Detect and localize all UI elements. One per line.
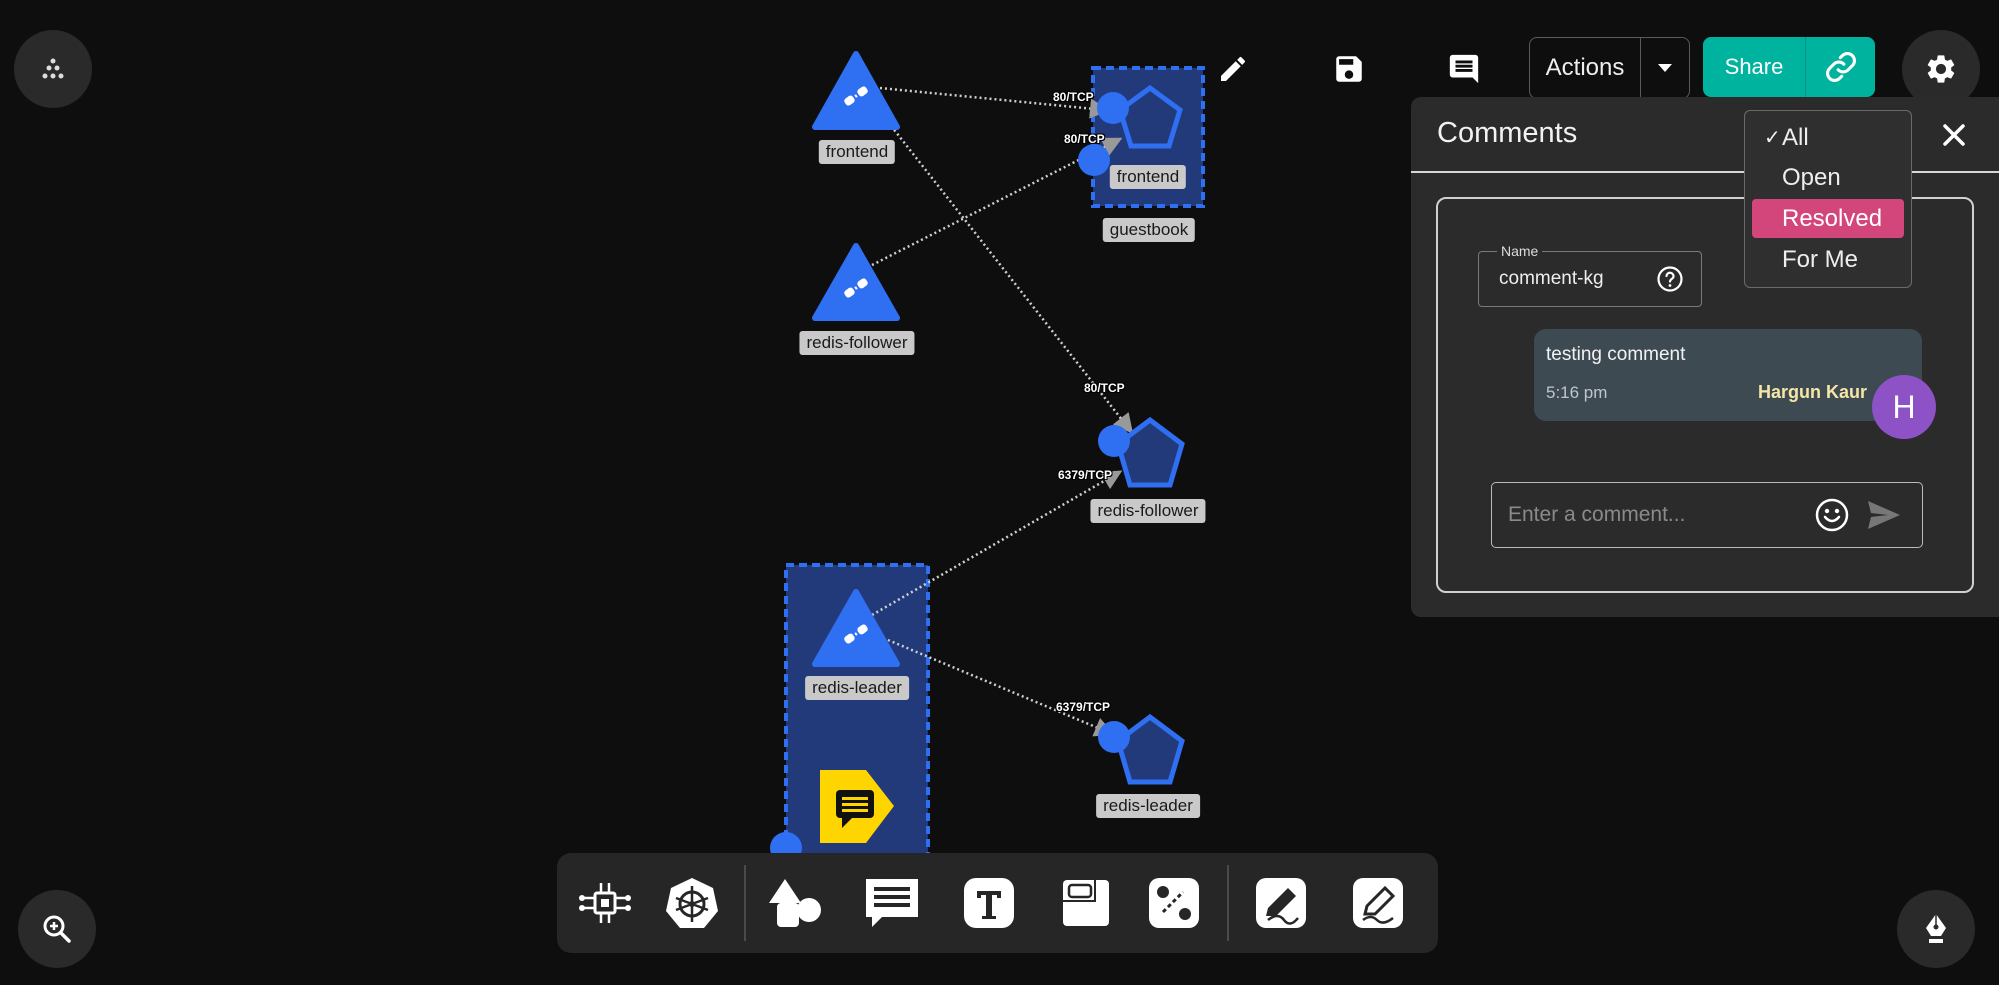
node-label-redis-leader-service: redis-leader [1096, 794, 1200, 818]
comment-input-box[interactable] [1491, 482, 1923, 548]
caret-down-icon [1658, 64, 1672, 72]
comment-icon [1449, 54, 1479, 84]
close-comments-button[interactable] [1936, 117, 1972, 153]
components-tool[interactable] [574, 873, 636, 933]
settings-button[interactable] [1902, 30, 1980, 108]
frontend-service-node[interactable] [1078, 84, 1183, 176]
shapes-icon [769, 879, 821, 927]
shapes-tool[interactable] [764, 873, 826, 933]
comment-icon [866, 879, 918, 927]
pencil-icon [1353, 878, 1403, 928]
text-tool[interactable] [958, 873, 1020, 933]
pen-icon [1256, 878, 1306, 928]
filter-option-label: Resolved [1782, 204, 1883, 232]
redis-follower-deployment-node[interactable] [812, 243, 900, 321]
node-label-guestbook-group: guestbook [1102, 218, 1196, 242]
comment-time: 5:16 pm [1546, 383, 1608, 402]
pencil-tool[interactable] [1347, 873, 1409, 933]
draw-mode-button[interactable] [1897, 890, 1975, 968]
comment-bubble[interactable]: testing comment 5:16 pm Hargun Kaur [1534, 329, 1922, 421]
check-icon: ✓ [1764, 127, 1781, 149]
save-icon [1336, 56, 1362, 82]
edge-frontend-to-redis-follower-svc[interactable] [887, 121, 1134, 434]
edge-label: 80/TCP [1064, 132, 1105, 146]
edge-label: 6379/TCP [1058, 468, 1113, 482]
bottom-toolbar [557, 853, 1438, 953]
redis-leader-service-node[interactable] [1098, 713, 1185, 785]
pen-tool[interactable] [1250, 873, 1312, 933]
node-label-redis-leader-deployment: redis-leader [805, 676, 909, 700]
comment-text: testing comment [1546, 344, 1686, 365]
edge-redis-follower-to-frontend-svc[interactable] [871, 137, 1123, 267]
components-icon [579, 883, 631, 923]
edge-redis-leader-to-redis-leader-svc[interactable] [887, 638, 1115, 737]
hierarchy-icon [42, 58, 64, 79]
send-icon[interactable] [1866, 499, 1902, 531]
zoom-in-icon [43, 915, 71, 943]
filter-option-label: All [1782, 123, 1809, 151]
link-icon [1825, 52, 1856, 82]
comment-author: Hargun Kaur [1757, 382, 1867, 402]
edge-label: 6379/TCP [1056, 700, 1111, 714]
actions-button[interactable]: Actions [1529, 37, 1690, 99]
comment-name-field[interactable]: Name comment-kg [1478, 243, 1702, 307]
filter-option-label: Open [1782, 163, 1841, 191]
frontend-deployment-node[interactable] [812, 51, 900, 130]
text-icon [964, 878, 1014, 928]
toolbar-divider [1227, 865, 1229, 941]
kubernetes-tool[interactable] [661, 873, 723, 933]
section-icon [1063, 880, 1109, 926]
connector-icon [1149, 878, 1199, 928]
fountain-pen-icon [1926, 914, 1946, 943]
node-label-redis-follower-deployment: redis-follower [799, 331, 915, 355]
copy-link-button[interactable] [1806, 37, 1875, 97]
name-field-label: Name [1497, 243, 1543, 259]
help-icon[interactable] [1656, 265, 1684, 293]
comment-filter-dropdown: ✓ All Open Resolved For Me [1744, 110, 1912, 288]
node-label-redis-follower-service: redis-follower [1090, 499, 1206, 523]
edge-label: 80/TCP [1084, 381, 1125, 395]
toolbar-divider [744, 865, 746, 941]
connector-tool[interactable] [1143, 873, 1205, 933]
filter-option-resolved[interactable]: Resolved [1752, 199, 1904, 238]
comment-thread-card: Name comment-kg testing comment 5:16 pm … [1436, 197, 1974, 593]
comment-tool[interactable] [861, 873, 923, 933]
kubernetes-icon [666, 878, 718, 928]
redis-leader-deployment-node[interactable] [812, 589, 900, 667]
panel-divider [1411, 171, 1999, 173]
share-label[interactable]: Share [1703, 37, 1806, 97]
node-label-frontend-deployment: frontend [818, 140, 896, 164]
comment-node[interactable] [820, 770, 894, 843]
save-button[interactable] [1325, 45, 1373, 93]
node-label-frontend-service: frontend [1109, 165, 1187, 189]
gear-icon [1927, 55, 1955, 83]
edge-label: 80/TCP [1053, 90, 1094, 104]
avatar[interactable]: H [1872, 375, 1936, 439]
actions-dropdown-toggle[interactable] [1641, 38, 1689, 98]
redis-follower-service-node[interactable] [1098, 416, 1185, 488]
close-icon [1943, 124, 1965, 146]
edge-redis-leader-to-redis-follower-svc[interactable] [871, 470, 1123, 617]
comment-input[interactable] [1506, 497, 1810, 533]
filter-option-open[interactable]: Open [1752, 158, 1904, 197]
edit-button[interactable] [1209, 45, 1257, 93]
filter-option-for-me[interactable]: For Me [1752, 240, 1904, 279]
section-tool[interactable] [1055, 873, 1117, 933]
comments-title: Comments [1437, 117, 1578, 149]
actions-label[interactable]: Actions [1530, 38, 1641, 98]
pencil-icon [1221, 56, 1246, 81]
layout-button[interactable] [14, 30, 92, 108]
emoji-icon[interactable] [1814, 497, 1850, 533]
filter-option-label: For Me [1782, 245, 1859, 273]
comments-toggle-button[interactable] [1440, 45, 1488, 93]
zoom-button[interactable] [18, 890, 96, 968]
filter-option-all[interactable]: ✓ All [1752, 118, 1904, 157]
share-button[interactable]: Share [1703, 37, 1875, 97]
name-field-value[interactable]: comment-kg [1499, 268, 1604, 289]
